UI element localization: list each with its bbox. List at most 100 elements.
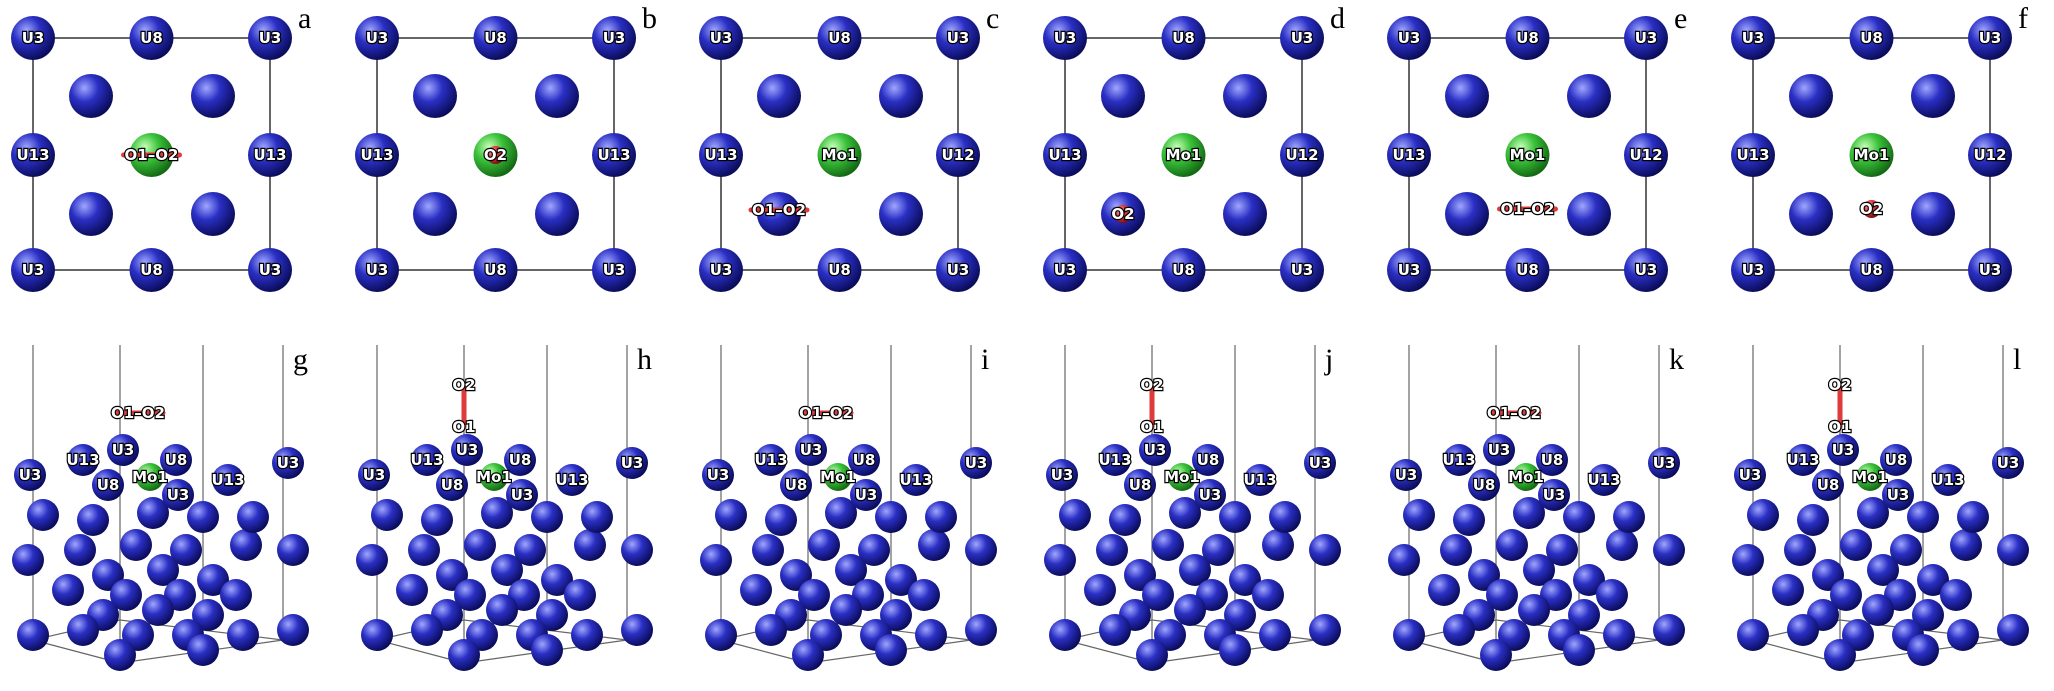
u-subsurface-atom [1101, 74, 1145, 118]
u-bulk-atom [77, 504, 109, 536]
u3-atom: U3 [1304, 447, 1336, 479]
u3-atom: U3 [1827, 434, 1859, 466]
u13-atom: U13 [1242, 464, 1278, 496]
u-bulk-atom [621, 534, 653, 566]
u-subsurface-atom [879, 74, 923, 118]
u-subsurface-atom [1567, 74, 1611, 118]
mo1-atom-label: Mo1 [132, 468, 168, 486]
u13-atom: U13 [1441, 444, 1477, 476]
u-bulk-atom [752, 534, 784, 566]
u-bulk-atom [965, 534, 997, 566]
u13-atom-label: U13 [1736, 146, 1769, 164]
u13-atom-label: U13 [360, 146, 393, 164]
u-bulk-atom [915, 619, 947, 651]
u-bulk-atom [1613, 501, 1645, 533]
u3-atom: U3 [699, 248, 743, 292]
u8-atom-label: U8 [828, 261, 851, 279]
u-bulk-atom [1309, 614, 1341, 646]
u-bulk-atom [1224, 599, 1256, 631]
u3-atom: U3 [355, 16, 399, 60]
u3-atom-label: U3 [855, 486, 878, 504]
u-bulk-atom [825, 497, 857, 529]
mo1-atom-label: Mo1 [476, 468, 512, 486]
u3-atom: U3 [1624, 248, 1668, 292]
u13-atom-label: U13 [1098, 451, 1131, 469]
u-bulk-atom [170, 534, 202, 566]
mo1-atom-label: Mo1 [1854, 146, 1890, 164]
mo1-atom-label: Mo1 [1852, 468, 1888, 486]
u8-atom: U8 [1124, 469, 1156, 501]
u-bulk-atom [1403, 499, 1435, 531]
o-molecule-label: O1–O2 [125, 146, 179, 164]
u13-atom: U13 [753, 444, 789, 476]
u-bulk-atom [396, 574, 428, 606]
o-molecule-label: O2 [1111, 205, 1134, 223]
u-bulk-atom [1229, 564, 1261, 596]
u3-atom: U3 [1390, 459, 1422, 491]
u13-atom-label: U13 [66, 451, 99, 469]
u-bulk-atom [197, 564, 229, 596]
u-bulk-atom [1997, 534, 2029, 566]
o-bottom-label: O1 [1828, 418, 1851, 436]
u8-atom: U8 [160, 444, 192, 476]
u3-atom: U3 [1734, 459, 1766, 491]
u-subsurface-atom [757, 192, 801, 236]
u3-atom-label: U3 [710, 261, 733, 279]
u-bulk-atom [277, 614, 309, 646]
u8-atom-label: U8 [1172, 261, 1195, 279]
u12-atom-label: U12 [1285, 146, 1318, 164]
u-bulk-atom [700, 544, 732, 576]
u13-atom: U13 [409, 444, 445, 476]
u-subsurface-atom [879, 192, 923, 236]
u-subsurface-atom [757, 74, 801, 118]
mo1-atom-label: Mo1 [1510, 146, 1546, 164]
u3-atom-label: U3 [1199, 486, 1222, 504]
u-bulk-atom [1518, 594, 1550, 626]
u13-atom-label: U13 [555, 471, 588, 489]
u-subsurface-atom [1567, 192, 1611, 236]
u-bulk-atom [1824, 639, 1856, 671]
u12-atom-label: U12 [941, 146, 974, 164]
u-bulk-atom [1486, 579, 1518, 611]
u3-atom-label: U3 [167, 486, 190, 504]
u13-atom-label: U13 [1442, 451, 1475, 469]
u8-atom: U8 [1536, 444, 1568, 476]
u8-atom-label: U8 [140, 261, 163, 279]
u3-atom: U3 [1483, 434, 1515, 466]
u-bulk-atom [27, 499, 59, 531]
o2-atom [1114, 205, 1132, 223]
u3-atom: U3 [699, 16, 743, 60]
u8-atom: U8 [1849, 248, 1894, 292]
u-bulk-atom [514, 534, 546, 566]
u3-atom: U3 [248, 16, 292, 60]
u8-atom: U8 [817, 248, 862, 292]
u3-atom-label: U3 [1635, 261, 1658, 279]
u8-atom-label: U8 [853, 451, 876, 469]
u3-atom-label: U3 [1739, 466, 1762, 484]
u3-atom-label: U3 [22, 29, 45, 47]
u-bulk-atom [918, 529, 950, 561]
u-bulk-atom [1596, 579, 1628, 611]
u3-atom-label: U3 [1635, 29, 1658, 47]
u-bulk-atom [965, 614, 997, 646]
u8-atom: U8 [1505, 248, 1550, 292]
u-bulk-atom [187, 501, 219, 533]
u13-atom-label: U13 [1243, 471, 1276, 489]
u3-atom: U3 [1538, 479, 1570, 511]
u3-atom: U3 [358, 459, 390, 491]
u8-atom-label: U8 [828, 29, 851, 47]
u-bulk-atom [17, 619, 49, 651]
u3-atom-label: U3 [277, 454, 300, 472]
mo1-atom: Mo1 [819, 463, 857, 491]
u3-atom: U3 [1046, 459, 1078, 491]
u13-atom: U13 [1387, 133, 1431, 177]
u-bulk-atom [925, 501, 957, 533]
u8-atom-label: U8 [1541, 451, 1564, 469]
u8-atom-label: U8 [441, 476, 464, 494]
u-bulk-atom [1136, 639, 1168, 671]
mo1-atom: Mo1 [1505, 133, 1550, 177]
u12-atom: U12 [1968, 133, 2012, 177]
u8-atom: U8 [473, 16, 518, 60]
